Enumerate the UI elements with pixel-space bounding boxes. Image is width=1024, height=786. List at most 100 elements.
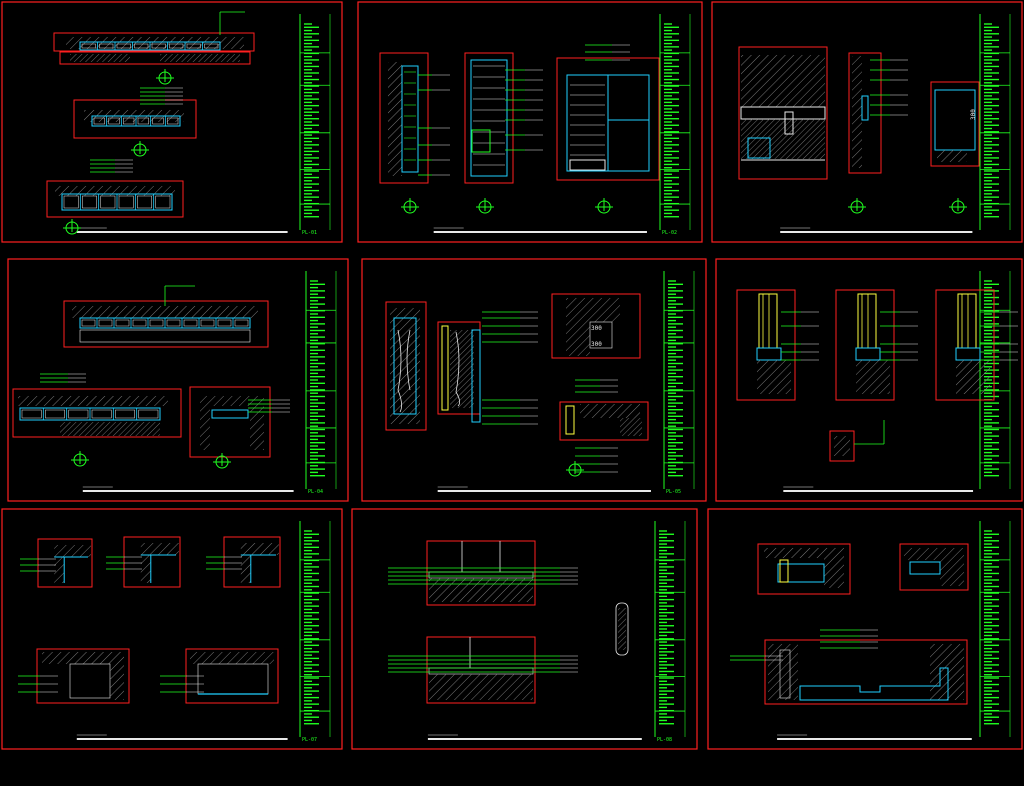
hatch [904,548,964,560]
hatch [200,396,264,406]
cabinet [69,663,111,699]
curtain-drape [406,329,411,391]
sheet-number-4: PL-04 [308,489,323,495]
detail-frame [551,293,641,359]
cabinet-segments [61,193,173,211]
leader-lines [248,399,290,413]
leader-lines [820,629,878,649]
wall-hatch [757,360,791,394]
sheet-frame [351,508,698,750]
detail-frame [223,536,281,588]
detail-frame [46,180,184,218]
hatch [741,119,825,159]
detail-frame [930,81,980,167]
sheet-1 [1,1,343,243]
title-block [979,14,1011,230]
detail-frame [829,430,855,462]
floor-finish [428,667,534,675]
tile-hatch [741,55,825,107]
sheet-frame [361,258,707,502]
cabinet-segments [91,115,181,127]
ceiling-profile [799,667,949,701]
hatch [110,664,124,700]
section-marker [949,198,967,214]
section-marker [848,198,866,214]
cabinet-segments [79,317,251,329]
leader-lines [160,675,204,693]
door-frame [857,293,877,349]
door-frame [957,293,977,349]
sheet-2 [357,1,703,243]
hatch [190,652,274,664]
soffit [79,329,251,343]
hatch [768,644,798,700]
leader-lines [40,373,86,383]
sheet-frame [7,258,349,502]
jamb [855,347,881,361]
leader-lines [980,311,1018,361]
sheet-bottom-bar [76,227,288,233]
sheet-number-7: PL-07 [302,737,317,743]
detail-frame [764,639,968,705]
sheet-8 [351,508,698,750]
detail-frame [899,543,969,591]
detail-frame [426,540,536,606]
profile [779,649,791,699]
hatch [834,436,850,456]
detail-frame [848,52,882,174]
lamp [784,111,794,135]
profile [211,409,249,419]
detail-frame [379,52,429,184]
hatch [429,674,533,700]
wall-hatch [388,62,402,176]
detail-frame [59,51,251,65]
cabinet-segments [19,407,161,421]
curtain-drape [455,331,460,407]
title-block [305,271,337,489]
counter [740,106,826,120]
hatch [70,54,130,62]
detail-frame [37,538,93,588]
profile [565,405,575,435]
sheet-number-2: PL-02 [662,230,677,236]
title-block [659,14,691,230]
detail-frame [464,52,514,184]
hatch [618,608,626,650]
leader-lines [482,399,538,425]
sheet-bottom-bar [82,486,294,492]
profile [779,559,789,583]
sheet-4 [7,258,349,502]
detail-frame [559,401,649,441]
sheet-bottom-bar [437,486,651,492]
detail-frame [123,536,181,588]
leader-lines [388,655,578,673]
sheet-bottom-bar [427,734,642,740]
leader-lines [585,44,630,61]
hatch [140,555,151,583]
wall-hatch [856,360,890,394]
hatch [429,578,533,602]
detail-frame [426,636,536,704]
hatch [824,548,844,588]
shoe-rack [569,159,606,171]
leader-lines [781,311,819,361]
sheet-6 [715,258,1023,502]
hatch [54,545,91,557]
leader-lines [20,558,56,572]
detail-frame [757,543,851,595]
sheet-number-8: PL-08 [657,737,672,743]
hatch [937,150,967,162]
title-block [979,521,1011,737]
leader-lines [106,556,142,570]
sheet-frame [715,258,1023,502]
section-marker [156,69,174,85]
dimension-label: 300 [591,325,602,332]
hatch [140,543,179,555]
profile [777,563,825,583]
leader-lines [575,379,618,393]
detail-frame [935,289,995,401]
hatch [390,308,420,424]
sheet-5 [361,258,707,502]
cabinet-profile [401,65,419,173]
